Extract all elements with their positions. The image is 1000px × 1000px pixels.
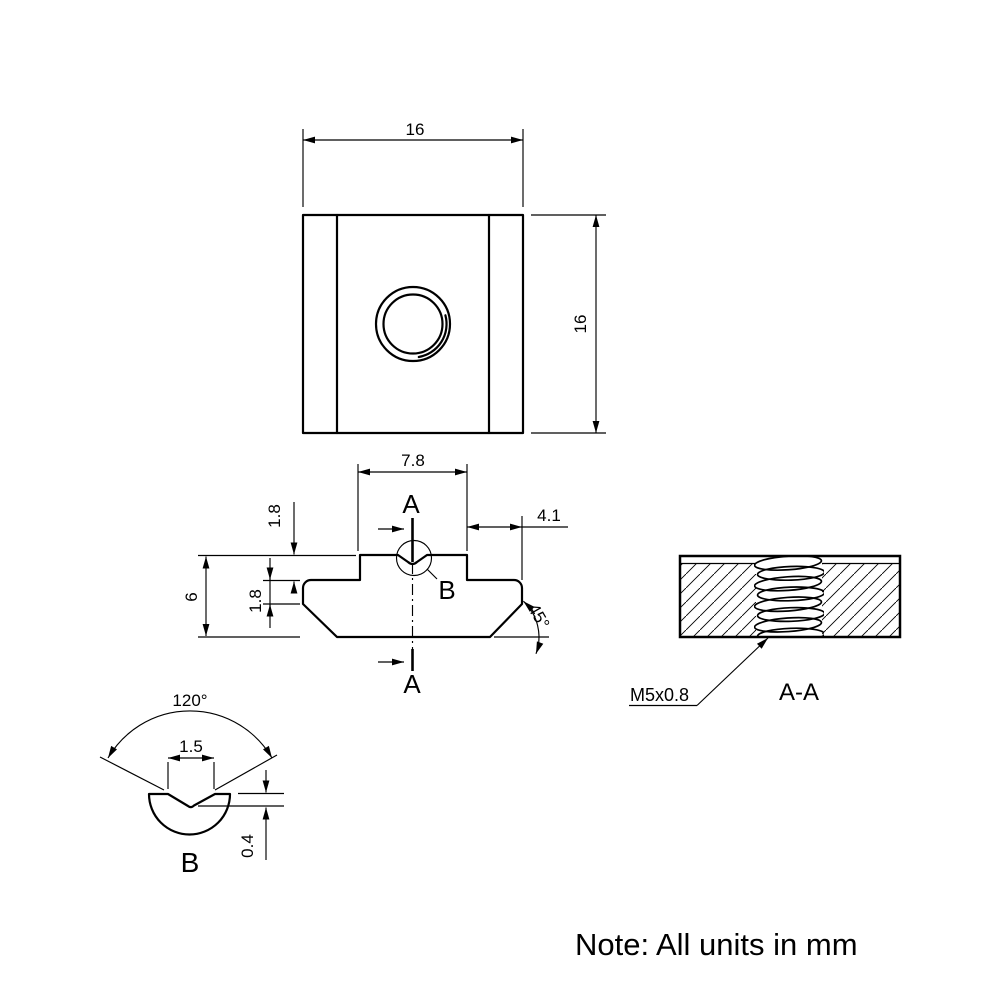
section-aa-view: M5x0.8 A-A xyxy=(629,554,902,707)
top-view-outline xyxy=(301,213,525,435)
section-label-top: A xyxy=(402,489,420,519)
top-view: 16 16 xyxy=(301,120,606,435)
detail-leader xyxy=(426,568,438,580)
angle-leg-left xyxy=(99,756,165,791)
angle-arc xyxy=(523,600,544,654)
dimension-notch-angle: 120° xyxy=(107,691,273,759)
dimension-top-height: 16 xyxy=(531,214,606,434)
angle-arc xyxy=(107,710,273,759)
dimension-side-offset: 4.1 xyxy=(466,506,568,580)
detail-callout-label: B xyxy=(438,575,455,605)
dimension-overall-height: 6 xyxy=(182,554,356,638)
dim-text-notch-width: 1.5 xyxy=(179,737,203,756)
units-note: Note: All units in mm xyxy=(575,927,858,962)
thread-spiral-arc xyxy=(417,314,448,359)
thread-callout-text: M5x0.8 xyxy=(630,685,689,705)
dim-text-stem-width: 7.8 xyxy=(401,451,425,470)
thread-coils xyxy=(754,557,824,636)
dim-text-height: 16 xyxy=(571,315,590,334)
dimension-chamfer-angle: 45° xyxy=(494,600,553,654)
hatch-left xyxy=(681,564,756,636)
dimension-top-width: 16 xyxy=(302,120,524,207)
dimension-mid-height: 1.8 xyxy=(246,558,300,628)
dim-text-notch-depth: 0.4 xyxy=(238,834,257,858)
dim-text-side-offset: 4.1 xyxy=(537,506,561,525)
thread-callout: M5x0.8 xyxy=(629,637,769,707)
dim-text-width: 16 xyxy=(406,120,425,139)
profile-view: 7.8 4.1 6 1.8 1.8 xyxy=(182,451,568,699)
dim-text-stem-height: 1.8 xyxy=(265,504,284,528)
dim-text-mid-height: 1.8 xyxy=(246,589,265,613)
detail-b-title: B xyxy=(181,847,200,878)
detail-b-view: 120° 1.5 0.4 B xyxy=(99,691,284,878)
dim-text-notch-angle: 120° xyxy=(172,691,207,710)
dim-text-overall-height: 6 xyxy=(182,592,201,601)
section-aa-title: A-A xyxy=(779,679,819,706)
section-label-bottom: A xyxy=(403,669,421,699)
hatch-right xyxy=(822,564,899,636)
detail-b-outline xyxy=(147,792,232,836)
dimension-stem-width: 7.8 xyxy=(357,451,468,551)
dimension-notch-width: 1.5 xyxy=(167,737,215,789)
thread-major-circle xyxy=(374,285,452,363)
dim-text-chamfer-angle: 45° xyxy=(524,600,553,632)
detail-circle xyxy=(395,539,433,577)
section-outline xyxy=(678,554,902,639)
angle-leg-right xyxy=(214,754,278,791)
dimension-stem-height: 1.8 xyxy=(263,502,300,594)
leader-line xyxy=(696,637,769,706)
section-line-a-a: A A xyxy=(378,489,421,699)
thread-minor-circle xyxy=(382,293,444,355)
dimension-notch-depth: 0.4 xyxy=(198,770,284,860)
detail-callout-b: B xyxy=(395,539,456,605)
